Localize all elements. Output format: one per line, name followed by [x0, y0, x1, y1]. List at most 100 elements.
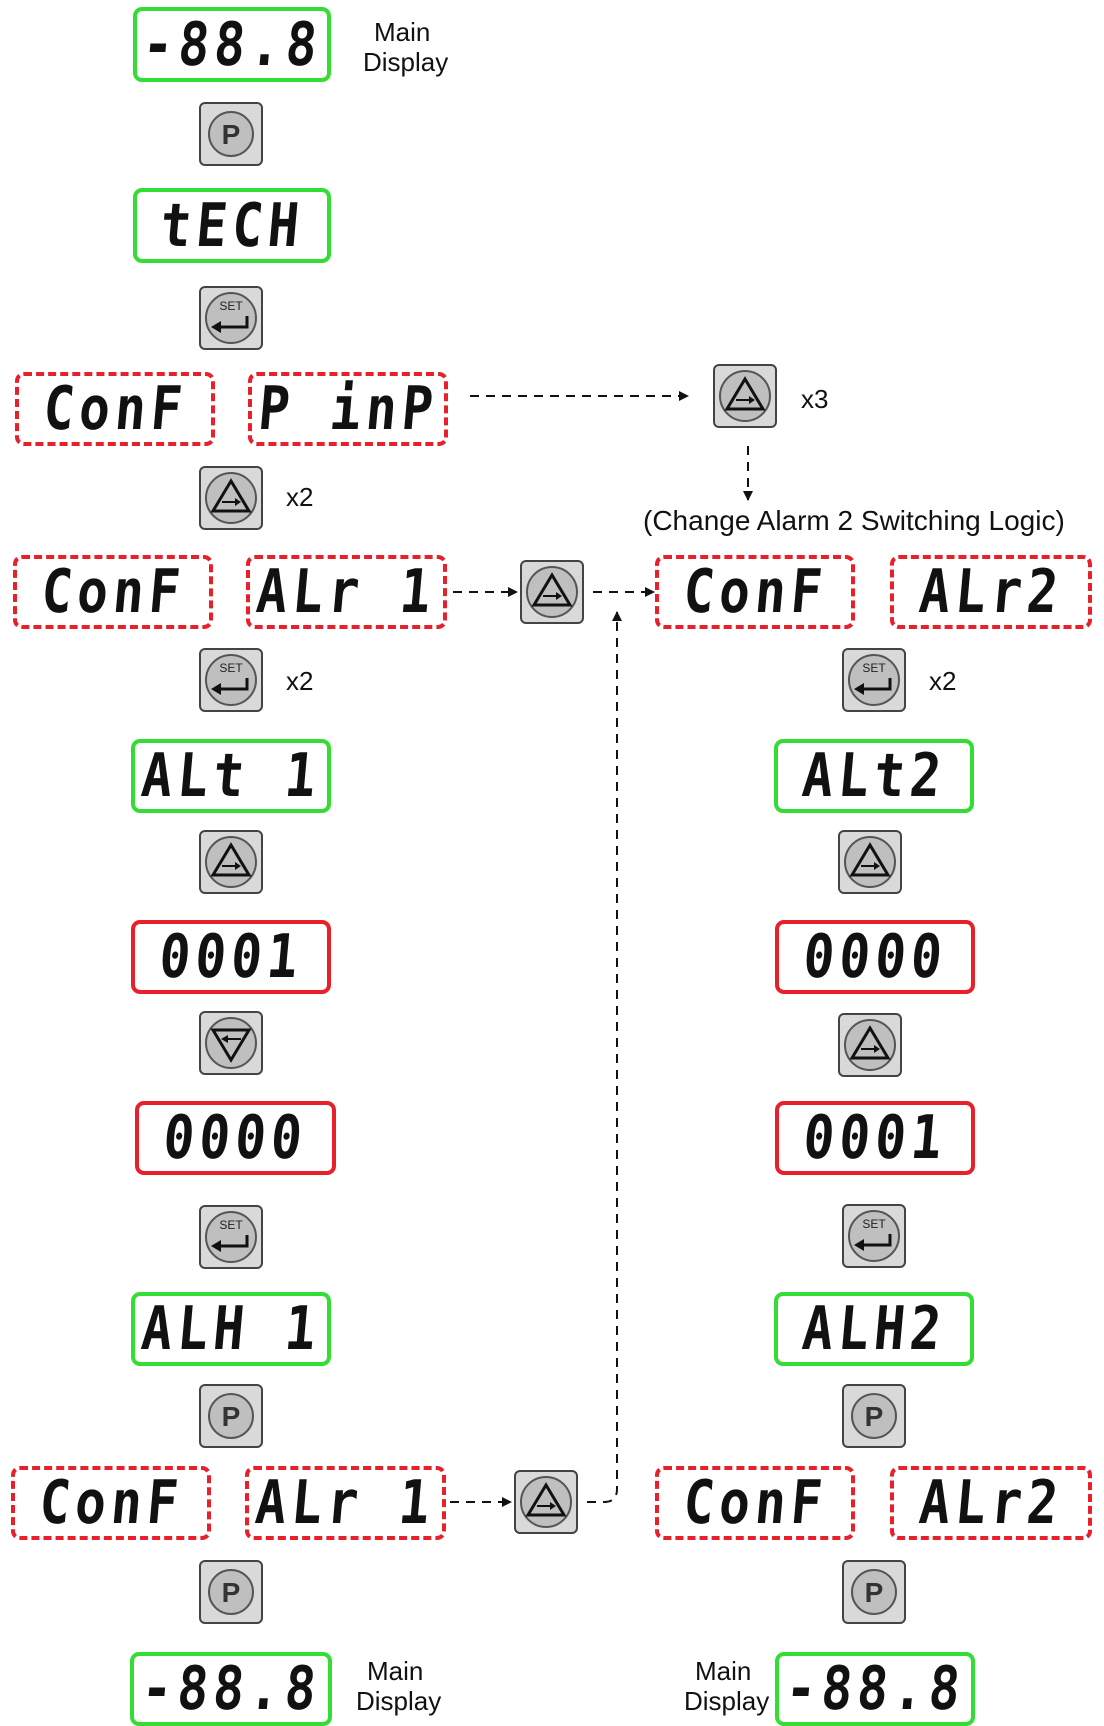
- display-readout: tECH: [157, 190, 307, 261]
- display-readout: ALH2: [799, 1294, 949, 1364]
- up-key[interactable]: [199, 830, 263, 894]
- conf-display: ConF: [655, 1466, 855, 1540]
- set-key[interactable]: SET: [199, 286, 263, 350]
- display-readout: ALt2: [799, 741, 949, 811]
- conf-display: ConF: [15, 372, 215, 446]
- repeat-count-x2: x2: [929, 666, 957, 696]
- up-arrow-key-icon: [844, 836, 896, 888]
- alh2-display: ALH2: [774, 1292, 974, 1366]
- display-readout: ALH 1: [138, 1294, 324, 1364]
- svg-text:SET: SET: [862, 661, 886, 675]
- up-key[interactable]: [199, 466, 263, 530]
- display-readout: ALr2: [916, 1468, 1066, 1538]
- display-readout: ConF: [680, 1468, 830, 1538]
- up-arrow-key-icon: [205, 472, 257, 524]
- enter-arrow-icon: SET: [205, 654, 257, 706]
- conf-display: ConF: [11, 1466, 211, 1540]
- value-0001-display: 0001: [775, 1101, 975, 1175]
- alr2-display: ALr2: [890, 1466, 1092, 1540]
- up-key[interactable]: [838, 830, 902, 894]
- arrow-return-loop-to-alr2: [587, 611, 622, 1503]
- svg-text:SET: SET: [219, 661, 243, 675]
- display-readout: -88.8: [139, 9, 325, 80]
- alr1-display: ALr 1: [246, 555, 447, 629]
- display-readout: 0001: [800, 1103, 950, 1173]
- value-0000-display: 0000: [135, 1101, 336, 1175]
- display-readout: 0001: [156, 922, 306, 992]
- conf-display: ConF: [655, 555, 855, 629]
- p-key[interactable]: P: [199, 1560, 263, 1624]
- display-readout: 0000: [160, 1103, 311, 1173]
- display-readout: ConF: [38, 557, 188, 627]
- enter-arrow-icon: SET: [848, 1210, 900, 1262]
- alt1-display: ALt 1: [131, 739, 331, 813]
- up-arrow-key-icon: [844, 1019, 896, 1071]
- up-arrow-key-icon: [719, 370, 771, 422]
- p-key-icon: P: [208, 1569, 254, 1615]
- set-key[interactable]: SET: [842, 1204, 906, 1268]
- display-readout: ALr2: [916, 557, 1066, 627]
- svg-text:SET: SET: [219, 299, 243, 313]
- repeat-count-x2: x2: [286, 482, 314, 512]
- main-display-label-bottom-left: Main Display: [356, 1656, 442, 1716]
- svg-text:SET: SET: [219, 1218, 243, 1232]
- alt2-display: ALt2: [774, 739, 974, 813]
- alr1-display: ALr 1: [245, 1466, 446, 1540]
- tech-display: tECH: [133, 188, 331, 263]
- p-key[interactable]: P: [842, 1384, 906, 1448]
- up-arrow-key-icon: [526, 566, 578, 618]
- svg-text:P: P: [222, 119, 241, 150]
- set-key[interactable]: SET: [199, 1205, 263, 1269]
- conf-display: ConF: [13, 555, 213, 629]
- p-key[interactable]: P: [199, 1384, 263, 1448]
- svg-text:SET: SET: [862, 1217, 886, 1231]
- p-key-icon: P: [208, 111, 254, 157]
- main-display-top: -88.8: [133, 7, 331, 82]
- display-readout: ConF: [36, 1468, 186, 1538]
- value-0001-display: 0001: [131, 920, 331, 994]
- up-key[interactable]: [514, 1470, 578, 1534]
- display-readout: ALt 1: [138, 741, 324, 811]
- up-arrow-key-icon: [205, 836, 257, 888]
- display-readout: ALr 1: [253, 557, 440, 627]
- svg-text:P: P: [222, 1577, 241, 1608]
- svg-text:P: P: [865, 1401, 884, 1432]
- enter-arrow-icon: SET: [848, 654, 900, 706]
- display-readout: P inP: [255, 374, 441, 444]
- enter-arrow-icon: SET: [205, 292, 257, 344]
- display-readout: ConF: [680, 557, 830, 627]
- alr2-display: ALr2: [890, 555, 1092, 629]
- alh1-display: ALH 1: [131, 1292, 331, 1366]
- enter-arrow-icon: SET: [205, 1211, 257, 1263]
- p-key-icon: P: [851, 1393, 897, 1439]
- display-readout: ConF: [40, 374, 190, 444]
- repeat-count-x2: x2: [286, 666, 314, 696]
- set-key[interactable]: SET: [842, 648, 906, 712]
- display-readout: 0000: [800, 922, 950, 992]
- main-display-label-bottom-right: Main Display: [684, 1656, 770, 1716]
- up-arrow-key-icon: [520, 1476, 572, 1528]
- up-key[interactable]: [838, 1013, 902, 1077]
- p-key-icon: P: [208, 1393, 254, 1439]
- p-key[interactable]: P: [199, 102, 263, 166]
- main-display-label-top: Main Display: [363, 17, 449, 77]
- alarm2-note: (Change Alarm 2 Switching Logic): [643, 505, 1065, 536]
- svg-text:P: P: [865, 1577, 884, 1608]
- down-arrow-key-icon: [205, 1017, 257, 1069]
- repeat-count-x3: x3: [801, 384, 829, 414]
- display-readout: -88.8: [138, 1654, 324, 1724]
- p-key-icon: P: [851, 1569, 897, 1615]
- svg-text:P: P: [222, 1401, 241, 1432]
- pinp-display: P inP: [248, 372, 448, 446]
- main-display-bottom-left: -88.8: [130, 1652, 332, 1726]
- set-key[interactable]: SET: [199, 648, 263, 712]
- value-0000-display: 0000: [775, 920, 975, 994]
- up-key[interactable]: [713, 364, 777, 428]
- display-readout: -88.8: [782, 1654, 968, 1724]
- p-key[interactable]: P: [842, 1560, 906, 1624]
- up-key[interactable]: [520, 560, 584, 624]
- main-display-bottom-right: -88.8: [775, 1652, 975, 1726]
- down-key[interactable]: [199, 1011, 263, 1075]
